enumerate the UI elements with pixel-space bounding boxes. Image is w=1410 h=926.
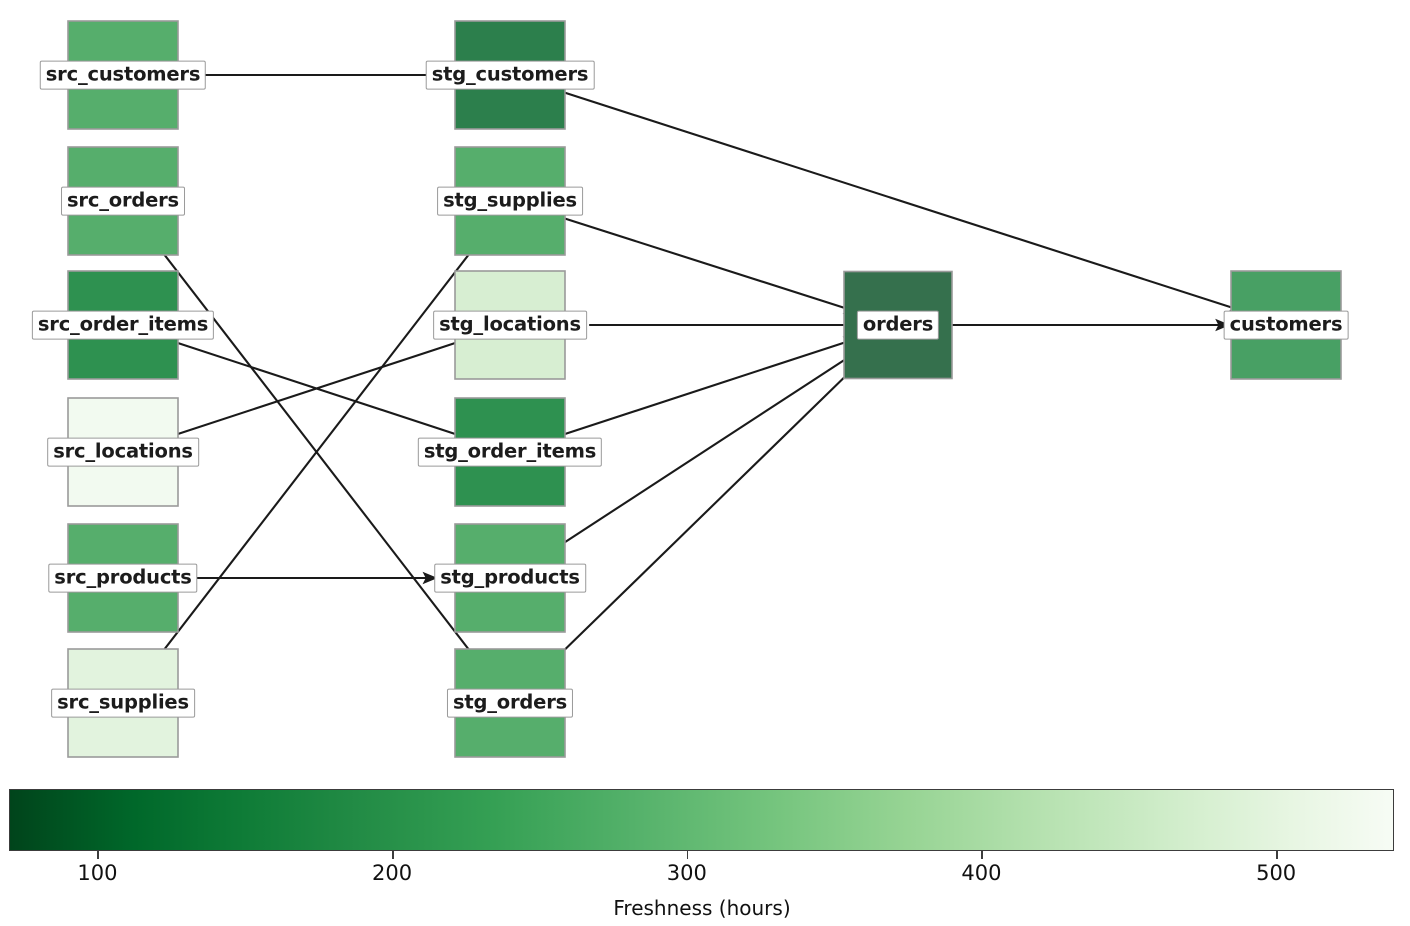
edge-stg_supplies-to-orders [553,213,859,314]
node-label-src_order_items: src_order_items [31,310,215,340]
edge-src_locations-to-stg_locations [165,337,469,439]
node-label-stg_locations: stg_locations [433,310,587,340]
node-label-orders: orders [856,310,940,340]
node-label-src_products: src_products [48,563,198,593]
colorbar-tick-100 [97,851,99,859]
colorbar-tick-label-400: 400 [961,861,1002,885]
node-label-stg_supplies: stg_supplies [437,186,583,216]
node-label-stg_customers: stg_customers [425,60,595,90]
node-label-src_supplies: src_supplies [51,688,195,718]
colorbar-tick-label-200: 200 [372,861,413,885]
node-label-stg_products: stg_products [434,563,586,593]
edge-stg_orders-to-orders [523,338,885,690]
node-label-src_customers: src_customers [39,60,207,90]
colorbar-tick-label-300: 300 [666,861,707,885]
edge-stg_order_items-to-orders [552,336,859,439]
freshness-colorbar [9,789,1394,851]
edge-src_supplies-to-stg_supplies [132,214,501,690]
edges-layer [132,73,1244,690]
colorbar-tick-400 [981,851,984,859]
node-label-stg_order_items: stg_order_items [417,437,603,467]
edge-stg_customers-to-customers [553,88,1244,313]
colorbar-tick-label-500: 500 [1256,861,1297,885]
colorbar-tick-500 [1276,851,1278,859]
node-label-stg_orders: stg_orders [446,688,574,718]
node-label-src_orders: src_orders [61,186,185,216]
colorbar-tick-label-100: 100 [77,861,118,885]
node-label-customers: customers [1223,310,1349,340]
edge-stg_products-to-orders [530,338,878,565]
colorbar-axis-label: Freshness (hours) [613,896,791,920]
colorbar-tick-300 [686,851,689,859]
colorbar-tick-200 [392,851,394,859]
node-label-src_locations: src_locations [47,437,199,467]
